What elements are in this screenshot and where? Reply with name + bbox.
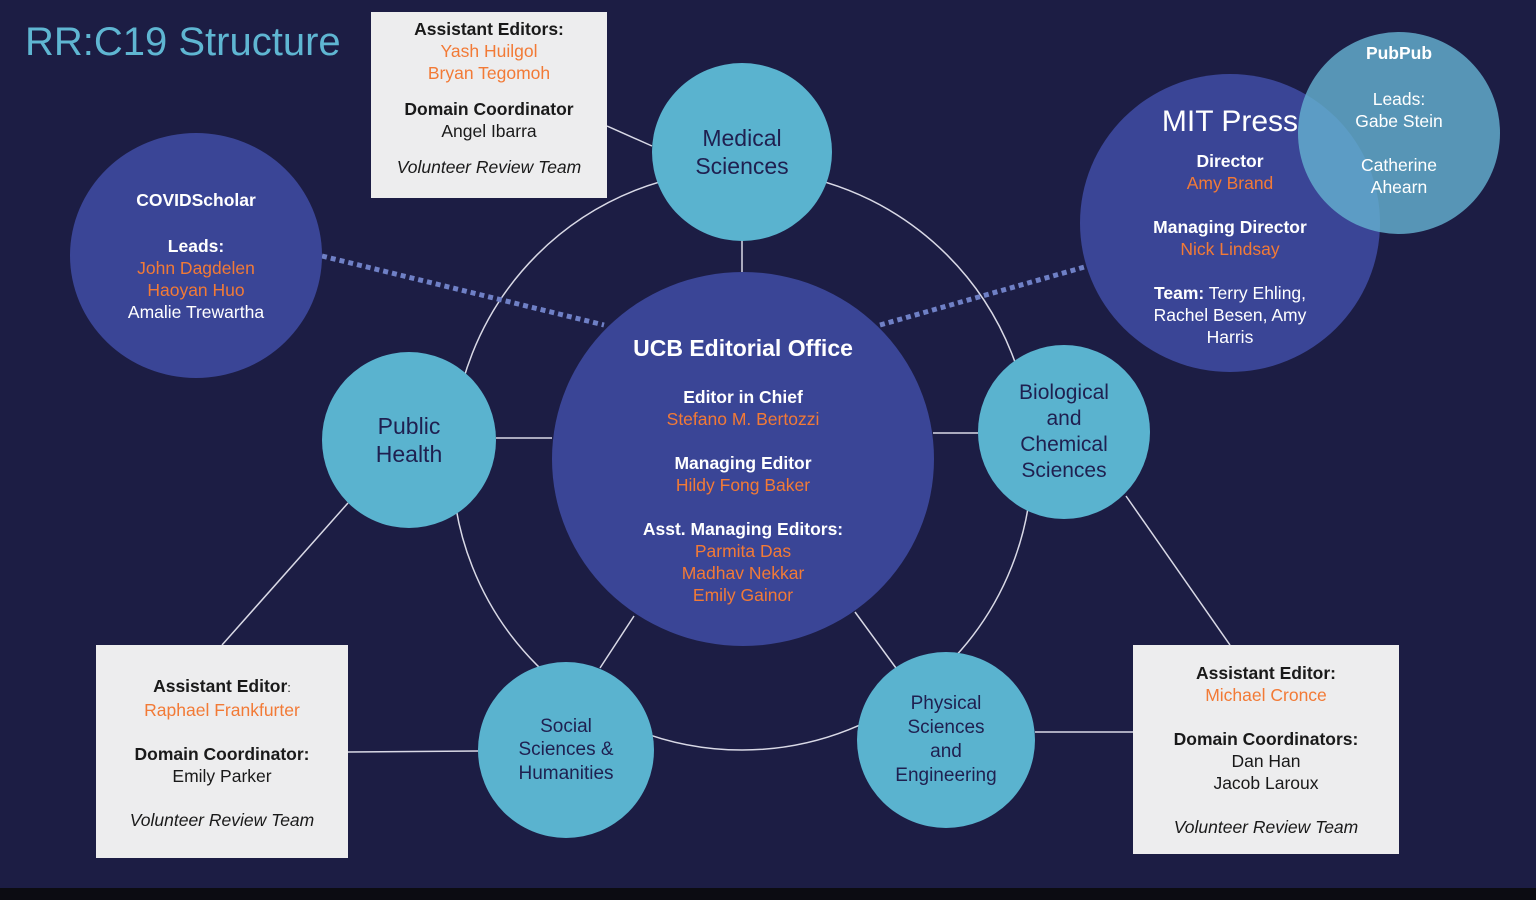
team-label: Team: <box>1153 283 1205 303</box>
member-name: Amalie Trewartha <box>127 301 265 322</box>
asst-managing-editor-name: Emily Gainor <box>692 585 794 605</box>
domain-coordinators-label: Domain Coordinators: <box>1173 729 1359 749</box>
public-health-node: Public Health <box>322 352 496 528</box>
managing-editor-name: Hildy Fong Baker <box>675 475 811 495</box>
node-label: Medical <box>702 125 782 151</box>
node-label: Biological <box>1019 381 1109 404</box>
line-center-social <box>599 615 635 669</box>
node-label: Chemical <box>1020 433 1108 456</box>
medical-sciences-node: Medical Sciences <box>652 63 832 241</box>
asst-managing-editor-name: Madhav Nekkar <box>681 563 805 583</box>
page-title: RR:C19 Structure <box>25 20 341 64</box>
center-title: UCB Editorial Office <box>633 335 853 361</box>
mit-press-title: MIT Press <box>1161 105 1299 138</box>
line-public-box <box>221 502 349 646</box>
line-center-physical <box>854 611 897 669</box>
node-label: and <box>1046 407 1082 430</box>
ucb-editorial-office-node: UCB Editorial Office Editor in Chief Ste… <box>552 272 934 646</box>
assistant-editors-label: Assistant Editors: <box>414 19 564 39</box>
node-label: Sciences <box>695 153 789 179</box>
covidscholar-node: COVIDScholar Leads: John Dagdelen Haoyan… <box>70 133 322 378</box>
node-label: Sciences <box>907 717 985 738</box>
volunteer-review-team: Volunteer Review Team <box>396 157 582 177</box>
assistant-editor-label: Assistant Editor: <box>1195 663 1337 683</box>
lead-name: Haoyan Huo <box>147 279 245 300</box>
label-punctuation: : <box>287 680 291 695</box>
director-name: Amy Brand <box>1186 173 1274 193</box>
editor-in-chief-label: Editor in Chief <box>683 387 803 407</box>
medical-team-box: Assistant Editors: Yash Huilgol Bryan Te… <box>371 12 607 198</box>
node-label: Health <box>375 441 443 467</box>
lead-name: Gabe Stein <box>1355 111 1443 131</box>
node-label: Physical <box>910 693 982 714</box>
managing-director-label: Managing Director <box>1153 217 1307 237</box>
node-label: Social <box>540 715 592 737</box>
physical-sciences-engineering-node: Physical Sciences and Engineering <box>857 652 1035 828</box>
domain-coordinator-label: Domain Coordinator: <box>134 744 310 764</box>
lead-name: John Dagdelen <box>137 257 255 278</box>
assistant-editor-name: Michael Cronce <box>1205 685 1327 705</box>
node-label: Humanities <box>518 762 614 784</box>
managing-editor-label: Managing Editor <box>674 453 812 473</box>
node-label: Sciences <box>1021 459 1107 482</box>
lead-name: Catherine <box>1361 155 1437 175</box>
leads-label: Leads: <box>1372 89 1426 109</box>
editor-in-chief-name: Stefano M. Bertozzi <box>666 409 820 429</box>
lead-name: Ahearn <box>1370 177 1428 197</box>
assistant-editor-name: Raphael Frankfurter <box>144 700 300 720</box>
covidscholar-title: COVIDScholar <box>136 189 256 210</box>
node-label: Public <box>377 413 441 439</box>
assistant-editor-name: Bryan Tegomoh <box>427 63 551 83</box>
director-label: Director <box>1196 151 1264 171</box>
leads-label: Leads: <box>167 235 225 256</box>
node-label: and <box>930 741 962 762</box>
node-label: Sciences & <box>518 739 614 761</box>
biological-chemical-sciences-node: Biological and Chemical Sciences <box>978 345 1150 519</box>
line-social-box <box>347 750 479 753</box>
domain-coordinator-name: Dan Han <box>1231 751 1301 771</box>
line-medical-box <box>606 125 653 147</box>
domain-coordinator-label: Domain Coordinator <box>404 99 574 119</box>
managing-director-name: Nick Lindsay <box>1180 239 1280 259</box>
team-member: Harris <box>1206 327 1254 347</box>
line-mitpress-dotted <box>879 263 1089 328</box>
domain-coordinator-name: Jacob Laroux <box>1213 773 1319 793</box>
bottom-bar <box>0 888 1536 900</box>
public-health-team-box: Assistant Editor: Raphael Frankfurter Do… <box>96 645 348 858</box>
pubpub-title: PubPub <box>1365 43 1433 63</box>
line-covidscholar-dotted <box>321 253 605 328</box>
volunteer-review-team: Volunteer Review Team <box>129 810 315 830</box>
volunteer-review-team: Volunteer Review Team <box>1173 817 1359 837</box>
domain-coordinator-name: Angel Ibarra <box>441 121 537 141</box>
physical-biochem-team-box: Assistant Editor: Michael Cronce Domain … <box>1133 645 1399 854</box>
asst-managing-editor-name: Parmita Das <box>694 541 792 561</box>
team-member: Terry Ehling, <box>1208 283 1307 303</box>
mit-press-node: MIT Press Director Amy Brand Managing Di… <box>1080 74 1380 372</box>
pubpub-node: PubPub Leads: Gabe Stein Catherine Ahear… <box>1298 32 1500 234</box>
line-biochem-box <box>1125 495 1231 646</box>
assistant-editor-label: Assistant Editor <box>153 676 288 696</box>
node-label: Engineering <box>895 765 997 786</box>
assistant-editor-name: Yash Huilgol <box>440 41 538 61</box>
team-member: Rachel Besen, Amy <box>1153 305 1307 325</box>
asst-managing-editors-label: Asst. Managing Editors: <box>642 519 844 539</box>
domain-coordinator-name: Emily Parker <box>172 766 272 786</box>
social-sciences-humanities-node: Social Sciences & Humanities <box>478 662 654 838</box>
